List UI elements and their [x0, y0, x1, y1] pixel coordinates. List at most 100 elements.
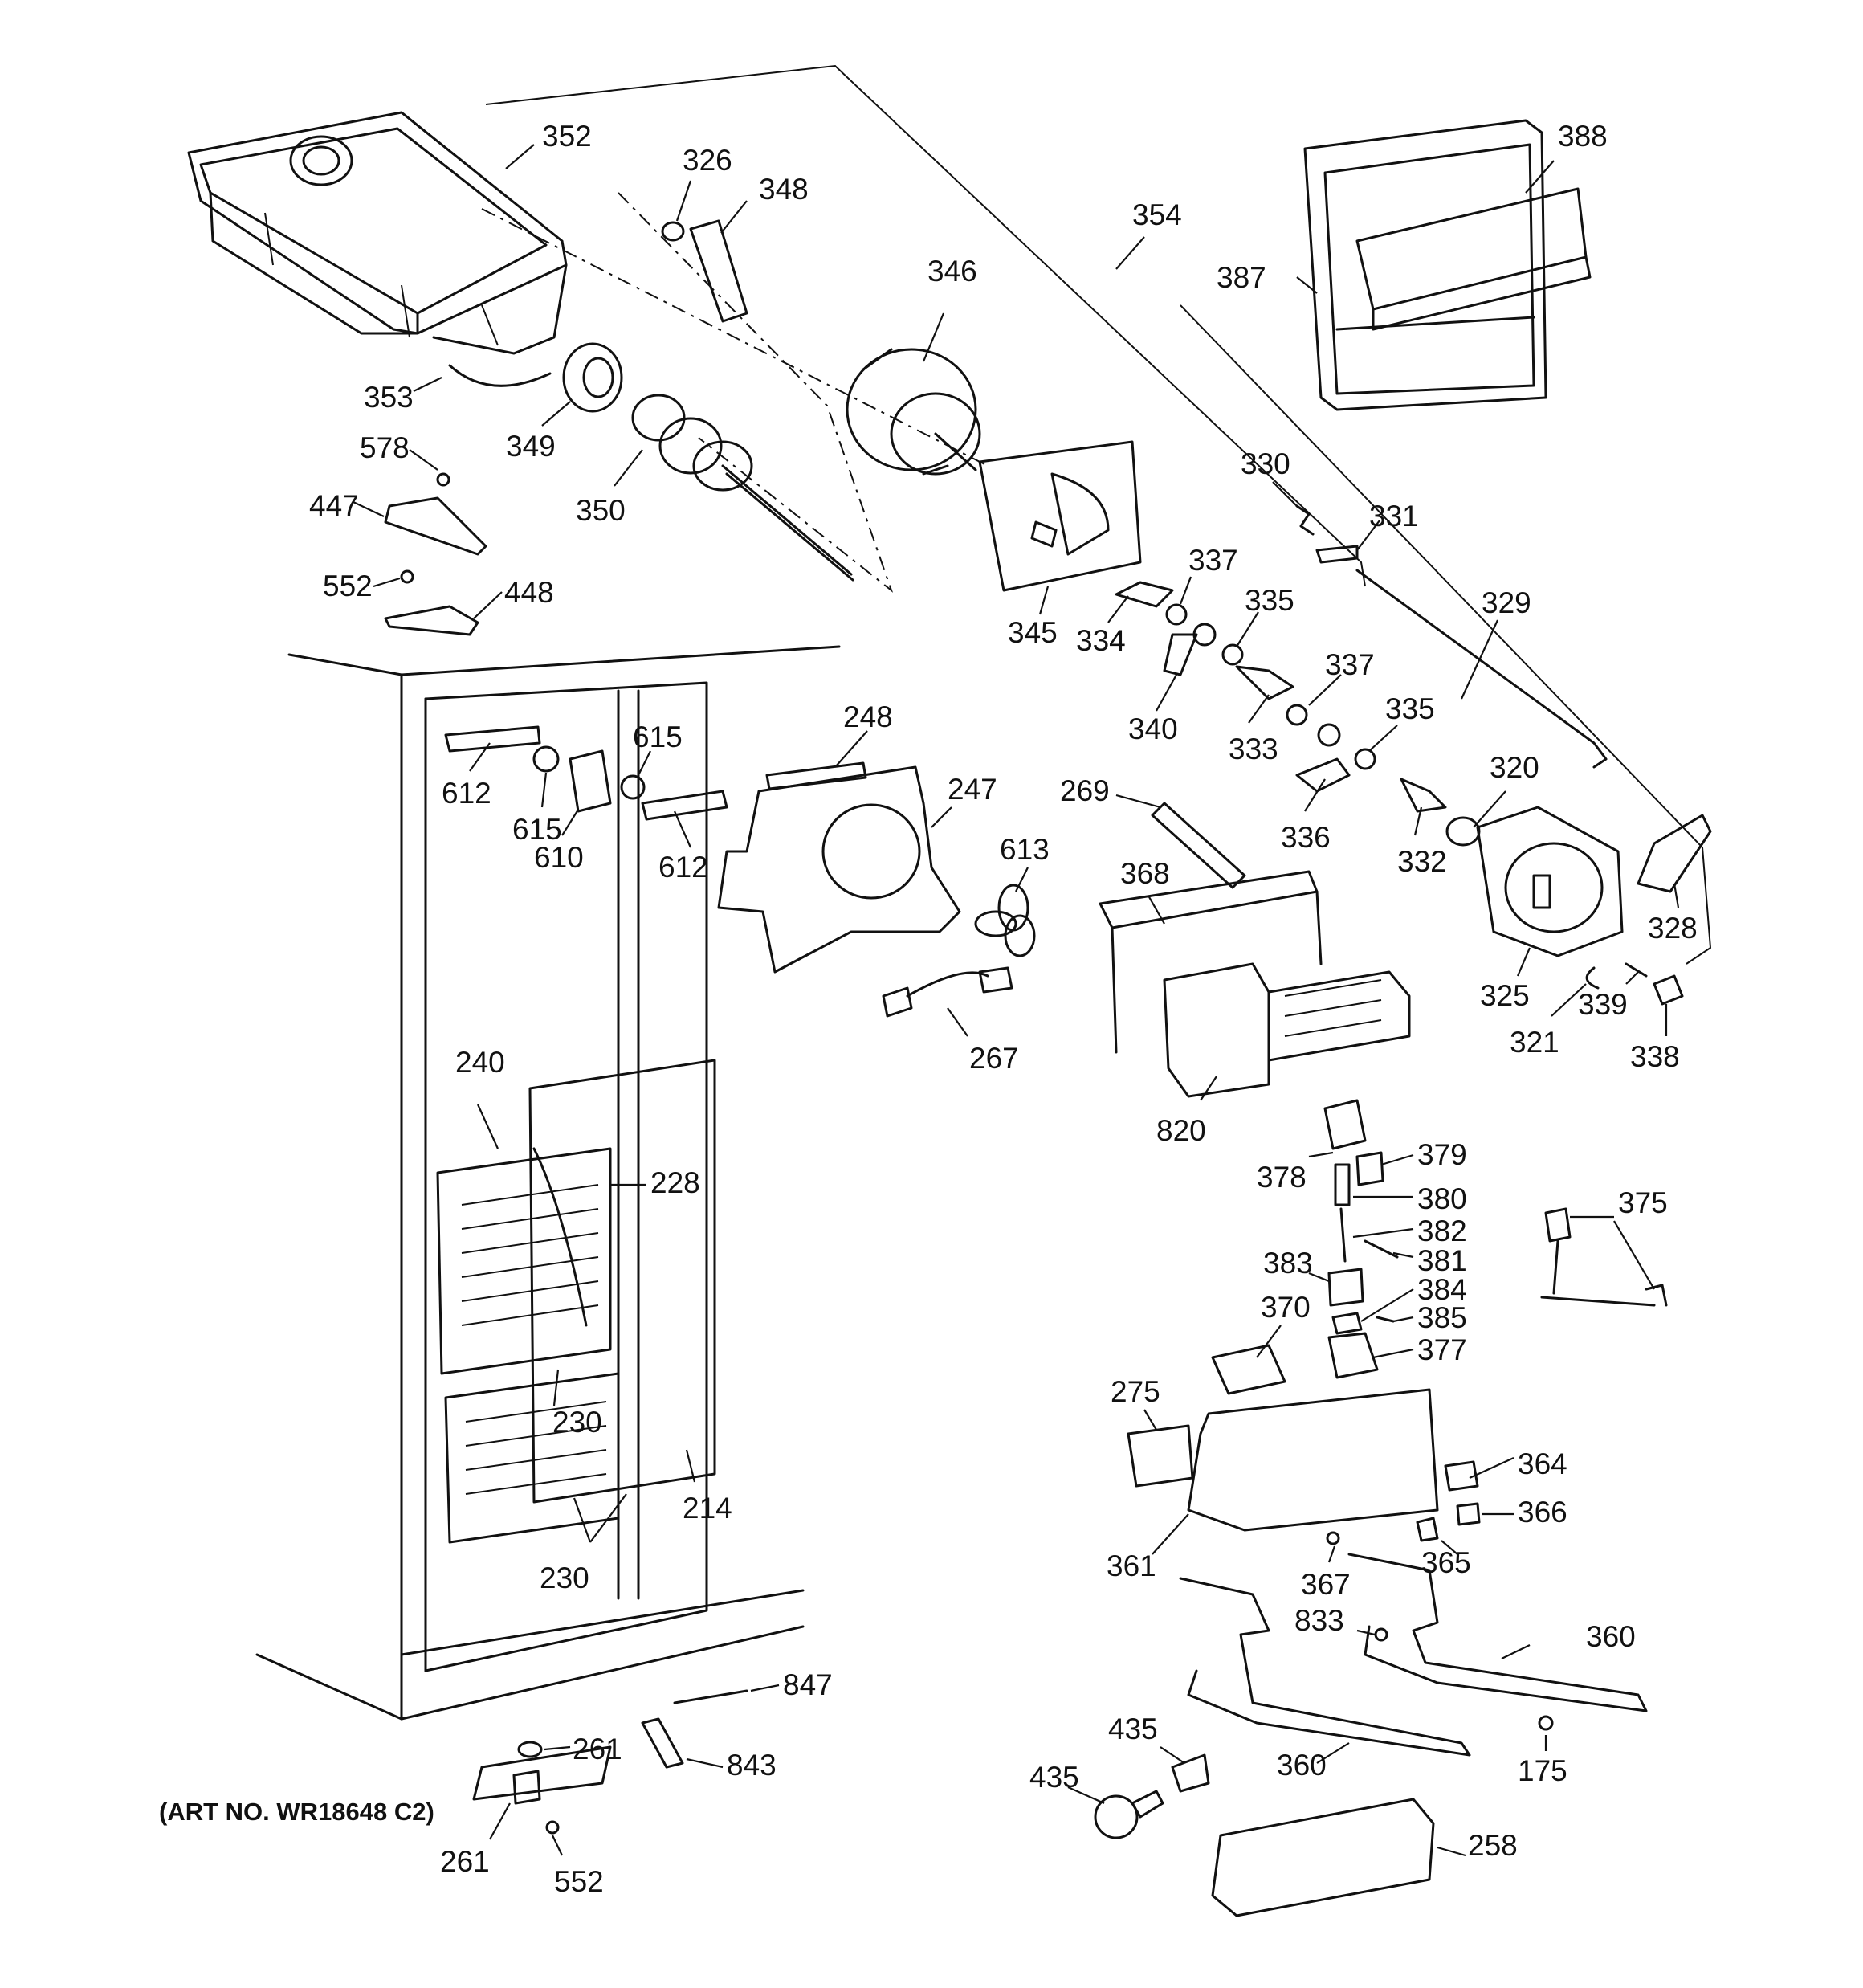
ring-335b-drawing — [1221, 643, 1244, 666]
tube-269-drawing — [1151, 802, 1246, 889]
dispenser-frame-drawing — [1303, 119, 1592, 411]
part-label-366: 366 — [1518, 1496, 1567, 1529]
cam-333-drawing — [1235, 665, 1294, 700]
grommet-615a-drawing — [620, 774, 646, 800]
part-label-346: 346 — [927, 255, 977, 288]
ice-bucket-drawing — [187, 111, 568, 355]
washer-261a-drawing — [517, 1741, 543, 1758]
part-label-321: 321 — [1510, 1026, 1559, 1059]
auger-350-drawing — [631, 394, 854, 582]
part-label-348: 348 — [759, 173, 809, 206]
ring-335c-drawing — [1317, 723, 1341, 747]
bracket-448-drawing — [384, 605, 479, 636]
plate-345-drawing — [978, 440, 1142, 592]
motor-370-drawing — [1211, 1344, 1286, 1395]
rail-360a-drawing — [1179, 1577, 1471, 1757]
wire-clip-353-drawing — [448, 364, 552, 387]
part-label-336: 336 — [1281, 821, 1331, 854]
screw-552b-drawing — [545, 1820, 560, 1835]
part-label-388: 388 — [1558, 120, 1608, 153]
cam-334-drawing — [1115, 581, 1174, 608]
part-label-258: 258 — [1468, 1829, 1518, 1862]
bracket-447-drawing — [384, 496, 487, 556]
block-338-drawing — [1653, 974, 1684, 1006]
part-label-383: 383 — [1263, 1247, 1313, 1280]
part-label-338: 338 — [1630, 1040, 1680, 1073]
part-label-377: 377 — [1417, 1333, 1467, 1366]
washer-326-drawing — [661, 221, 685, 242]
part-label-333: 333 — [1229, 733, 1278, 765]
part-label-379: 379 — [1417, 1138, 1467, 1171]
bracket-843-drawing — [641, 1717, 684, 1769]
part-label-610: 610 — [534, 841, 584, 874]
motor-325-drawing — [1476, 806, 1624, 957]
part-label-368: 368 — [1120, 857, 1170, 890]
cam-332-drawing — [1400, 778, 1447, 813]
part-label-435b: 435 — [1029, 1761, 1079, 1794]
bracket-331-drawing — [1315, 545, 1359, 564]
shroud-328-drawing — [1637, 814, 1712, 893]
part-label-552a: 552 — [323, 569, 373, 602]
part-label-353: 353 — [364, 381, 414, 414]
spring-337b-drawing — [1286, 704, 1308, 726]
gear-340-drawing — [1163, 633, 1198, 676]
dash-axis-drawing — [481, 208, 989, 467]
screw-367-drawing — [1326, 1531, 1340, 1545]
part-label-382: 382 — [1417, 1214, 1467, 1247]
housing-361-drawing — [1187, 1388, 1439, 1532]
part-label-230a: 230 — [552, 1406, 602, 1439]
clip-366-drawing — [1456, 1502, 1481, 1526]
harness-267-drawing — [882, 966, 1013, 1018]
part-label-612a: 612 — [442, 777, 491, 810]
gear-336-drawing — [1295, 757, 1351, 793]
part-label-331: 331 — [1369, 500, 1419, 533]
bracket-379-drawing — [1355, 1151, 1384, 1186]
part-label-352: 352 — [542, 120, 592, 153]
part-label-335a: 335 — [1245, 584, 1294, 617]
part-label-367: 367 — [1301, 1568, 1351, 1601]
part-label-275: 275 — [1111, 1375, 1160, 1408]
pin-385-drawing — [1376, 1316, 1395, 1323]
part-label-847: 847 — [783, 1668, 833, 1701]
part-label-350: 350 — [576, 494, 626, 527]
lens-258-drawing — [1211, 1798, 1435, 1917]
part-label-381: 381 — [1417, 1244, 1467, 1277]
socket-435-drawing — [1171, 1753, 1210, 1793]
spring-364-drawing — [1444, 1460, 1479, 1492]
cup-383-drawing — [1327, 1268, 1364, 1307]
part-label-340: 340 — [1128, 712, 1178, 745]
part-label-843: 843 — [727, 1749, 777, 1782]
bracket-261b-drawing — [512, 1770, 541, 1805]
grommet-615b-drawing — [532, 745, 560, 773]
part-label-335b: 335 — [1385, 692, 1435, 725]
part-label-248: 248 — [843, 700, 893, 733]
cap-384-drawing — [1331, 1312, 1363, 1335]
part-label-448: 448 — [504, 576, 554, 609]
part-label-385: 385 — [1417, 1301, 1467, 1334]
leader-lines — [353, 144, 1680, 1857]
bulb-435-drawing — [1094, 1794, 1139, 1839]
clip-321-drawing — [1585, 966, 1600, 990]
plate-348-drawing — [689, 219, 748, 323]
bushing-349-drawing — [562, 342, 623, 413]
part-label-326: 326 — [683, 144, 732, 177]
fan-shroud-drawing — [717, 761, 961, 974]
part-label-370: 370 — [1261, 1291, 1311, 1324]
harness-375-drawing — [1540, 1207, 1668, 1307]
part-label-228: 228 — [650, 1166, 700, 1199]
part-label-329: 329 — [1482, 586, 1531, 619]
part-label-320: 320 — [1490, 751, 1539, 784]
part-label-328: 328 — [1648, 912, 1698, 945]
cap-365-drawing — [1416, 1517, 1439, 1542]
part-label-435a: 435 — [1108, 1712, 1158, 1745]
part-label-364: 364 — [1518, 1447, 1567, 1480]
evaporator-drawing — [436, 1059, 716, 1544]
part-label-380: 380 — [1417, 1182, 1467, 1215]
part-label-387: 387 — [1217, 261, 1266, 294]
part-label-330: 330 — [1241, 447, 1290, 480]
part-label-230b: 230 — [540, 1561, 589, 1594]
part-label-612b: 612 — [658, 851, 708, 884]
part-drawings — [187, 64, 1712, 1917]
fan-blade-613-drawing — [974, 884, 1036, 957]
